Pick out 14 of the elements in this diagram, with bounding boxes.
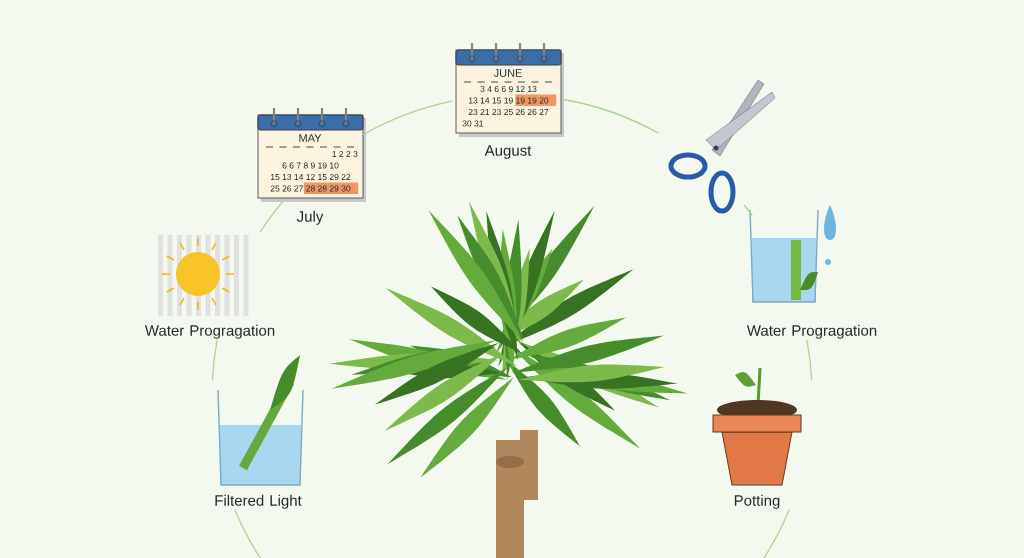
connector-line <box>362 100 453 136</box>
connector-line <box>234 509 790 558</box>
connector-line <box>806 339 813 381</box>
connector-line <box>211 339 218 381</box>
scissors-icon <box>668 79 776 214</box>
connector-line <box>743 204 753 216</box>
caption-text: Filtered Light <box>215 494 302 509</box>
caption-text: Water Progragation <box>746 324 877 339</box>
connector-line <box>562 98 660 134</box>
connector-line <box>259 201 284 233</box>
caption-text: Potting <box>734 494 780 509</box>
caption-text: Water Progragation <box>144 324 275 339</box>
caption-text: August <box>484 145 532 159</box>
caption-text: July <box>296 210 324 225</box>
